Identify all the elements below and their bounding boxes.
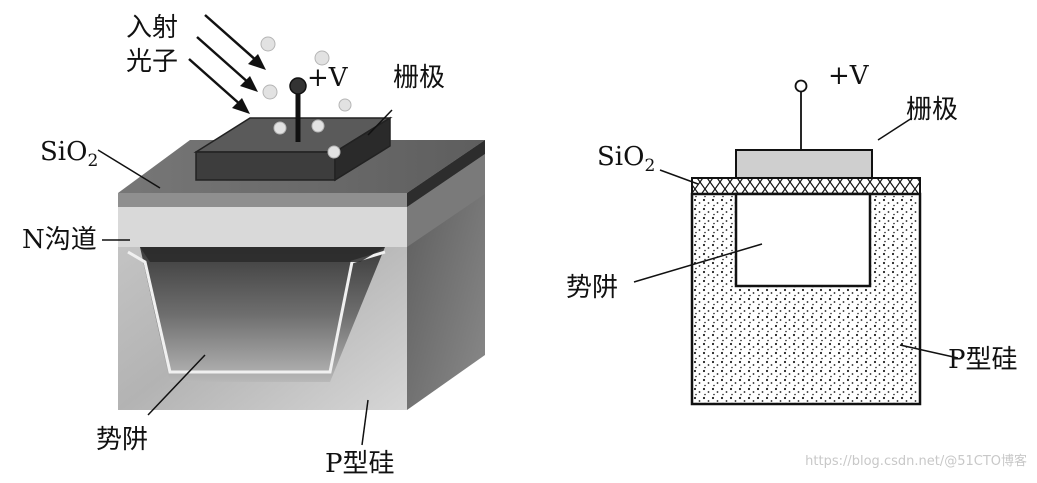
voltage-label: +V	[307, 63, 349, 93]
gate-contact-terminal	[289, 77, 307, 95]
oxide-front-strip	[118, 193, 407, 207]
watermark: https://blog.csdn.net/@51CTO博客	[805, 454, 1027, 469]
voltage-label: +V	[828, 61, 870, 91]
right-leader-lines	[633, 117, 959, 359]
incident-photons-label-line2: 光子	[126, 47, 178, 77]
incident-photons-label-line1: 入射	[126, 13, 178, 43]
n-channel-label: N沟道	[22, 225, 97, 255]
well-back-wall	[140, 247, 385, 262]
potential-well	[734, 192, 872, 288]
gate-front	[195, 151, 336, 181]
gate-label: 栅极	[393, 63, 445, 93]
oxide-label: SiO2	[597, 142, 655, 176]
potential-well-label: 势阱	[96, 425, 148, 455]
gate-side	[334, 116, 391, 182]
right-cross-section-diagram: +V 栅极 SiO2 势阱 P型硅	[566, 61, 1018, 406]
potential-well-label: 势阱	[566, 273, 618, 303]
gate-label: 栅极	[906, 95, 958, 125]
potential-well-shape	[140, 247, 385, 382]
incident-light-arrows	[188, 14, 266, 114]
gate-contact-terminal	[794, 79, 808, 93]
side-channel	[407, 154, 485, 247]
side-oxide	[407, 140, 485, 207]
left-leader-lines	[97, 109, 393, 446]
photons	[260, 36, 352, 159]
left-3d-diagram: 入射 光子 +V 栅极 SiO2 N沟道 势阱 P型硅	[22, 13, 485, 479]
gate-electrode	[735, 149, 873, 179]
p-silicon-label: P型硅	[948, 345, 1018, 375]
p-silicon-label: P型硅	[325, 449, 395, 479]
n-channel-band	[118, 207, 407, 247]
oxide-layer	[691, 177, 921, 195]
oxide-label: SiO2	[40, 137, 98, 171]
